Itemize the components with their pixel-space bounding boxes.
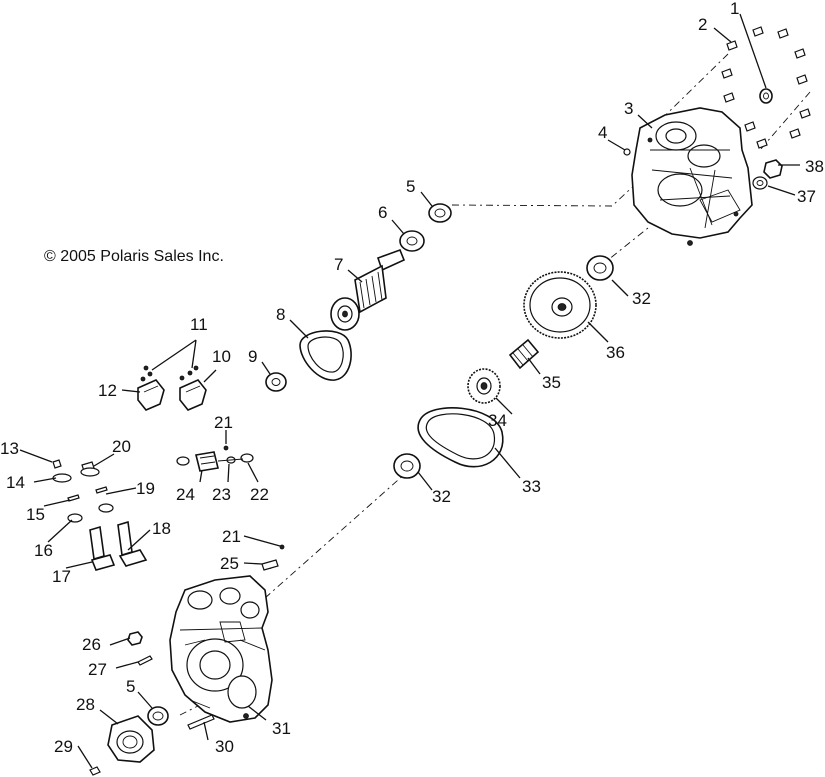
part-31-lower-crankcase — [169, 563, 273, 723]
callout-38: 38 — [805, 157, 824, 176]
callout-13: 13 — [0, 439, 19, 458]
callout-9: 9 — [248, 347, 257, 366]
callout-15: 15 — [26, 505, 45, 524]
callout-5-lower: 5 — [126, 677, 135, 696]
part-27-pin — [137, 655, 153, 666]
callout-24: 24 — [176, 485, 195, 504]
callout-37: 37 — [797, 187, 816, 206]
callout-1: 1 — [730, 0, 739, 18]
part-9-bearing — [265, 372, 287, 392]
part-4-dowel — [623, 148, 631, 156]
part-30-pin — [187, 714, 215, 730]
part-35-output-shaft — [508, 338, 540, 370]
part-6-bearing — [399, 230, 425, 252]
part-28-cover — [107, 715, 155, 763]
callout-3: 3 — [624, 99, 633, 118]
callout-30: 30 — [215, 737, 234, 756]
part-36-driven-gear — [523, 271, 597, 339]
callout-34: 34 — [488, 411, 507, 430]
part-21-22-23-24-shift-linkage — [176, 445, 254, 472]
callout-35: 35 — [542, 373, 561, 392]
callout-22: 22 — [250, 485, 269, 504]
callout-7: 7 — [334, 255, 343, 274]
callout-31: 31 — [272, 719, 291, 738]
callout-10: 10 — [212, 347, 231, 366]
callout-21-lower: 21 — [222, 527, 241, 546]
callout-32-lower: 32 — [432, 487, 451, 506]
callout-8: 8 — [276, 305, 285, 324]
part-34-sprocket — [467, 368, 501, 404]
callout-36: 36 — [606, 343, 625, 362]
callout-26: 26 — [82, 635, 101, 654]
part-37-38-plug — [752, 159, 783, 190]
callout-17: 17 — [52, 567, 71, 586]
callout-20: 20 — [112, 437, 131, 456]
callout-33: 33 — [522, 477, 541, 496]
part-1-washer — [759, 88, 773, 104]
callout-14: 14 — [6, 473, 25, 492]
callout-18: 18 — [152, 519, 171, 538]
callout-19: 19 — [136, 479, 155, 498]
callout-12: 12 — [98, 381, 117, 400]
callout-23: 23 — [212, 485, 231, 504]
callout-6: 6 — [378, 203, 387, 222]
leader-lines — [19, 13, 800, 769]
callout-labels: 1 2 3 4 5 6 7 8 9 10 11 12 13 14 15 16 1… — [0, 0, 824, 756]
callout-5: 5 — [406, 177, 415, 196]
part-32-bearing-upper — [586, 255, 614, 281]
callout-27: 27 — [88, 660, 107, 679]
callout-2: 2 — [698, 15, 707, 34]
part-25-bracket — [261, 544, 285, 571]
parts-13-20-shift-rails — [52, 459, 148, 571]
callout-29: 29 — [54, 737, 73, 756]
part-29-bolt — [89, 766, 101, 776]
part-5-seal-lower — [147, 706, 169, 726]
part-26-plug — [127, 631, 143, 646]
callout-25: 25 — [220, 554, 239, 573]
part-33-drive-chain — [417, 407, 504, 468]
part-7-input-shaft — [330, 248, 406, 331]
callout-21: 21 — [214, 413, 233, 432]
callout-11: 11 — [190, 315, 208, 334]
part-8-drive-chain — [299, 330, 352, 381]
part-5-bearing-upper — [428, 203, 452, 223]
cover-bolts — [721, 26, 811, 149]
copyright-notice: © 2005 Polaris Sales Inc. — [44, 248, 224, 265]
part-12-shift-bracket — [137, 365, 165, 411]
upper-housing-cover — [631, 107, 753, 246]
callout-16: 16 — [34, 541, 53, 560]
callout-28: 28 — [76, 695, 95, 714]
callout-32-upper: 32 — [632, 289, 651, 308]
part-10-shift-bracket — [179, 365, 207, 411]
part-32-bearing-lower — [393, 453, 421, 479]
callout-4: 4 — [598, 123, 607, 142]
